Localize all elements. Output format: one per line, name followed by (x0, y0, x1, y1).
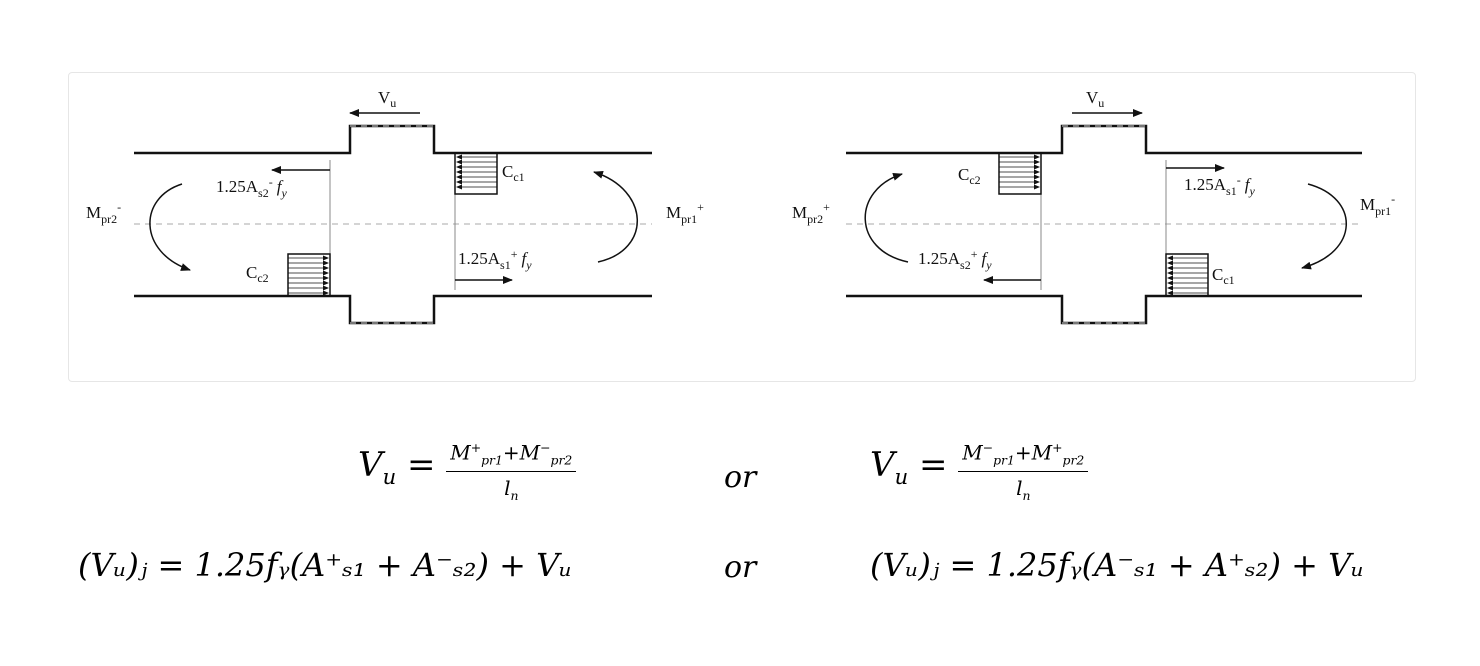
left-bottom-force-label: 1.25As1+fy (458, 247, 532, 272)
right-top-force-label: 1.25As1-fy (1184, 173, 1255, 198)
left-joint-diagram (134, 109, 652, 325)
left-top-force-label: 1.25As2-fy (216, 175, 287, 200)
right-moment-pr1-label: Mpr1- (1360, 192, 1395, 218)
left-cc2-label: Cc2 (246, 263, 269, 285)
right-joint-diagram (846, 109, 1362, 325)
or-word-1: or (724, 460, 757, 495)
joint-shear-equation-left: (Vᵤ)ⱼ = 1.25fᵧ(A⁺ₛ₁ + A⁻ₛ₂) + Vᵤ (78, 546, 572, 584)
shear-fraction-right: M−pr1+M+pr2 ln (958, 440, 1089, 503)
right-bottom-force-label: 1.25As2+fy (918, 247, 992, 272)
right-vu-label: Vu (1086, 88, 1104, 110)
left-cc1-label: Cc1 (502, 162, 525, 184)
shear-equation-right: Vu = M−pr1+M+pr2 ln (870, 440, 1089, 503)
beam-column-joint-diagrams: Vu 1.25As2-fy Cc1 Mpr2- Mpr1+ Cc2 1.25As… (86, 88, 1395, 325)
left-moment-pr2-label: Mpr2- (86, 200, 121, 226)
left-moment-pr1-label: Mpr1+ (666, 200, 704, 226)
shear-equation-left: Vu = M+pr1+M−pr2 ln (358, 440, 577, 503)
right-cc2-label: Cc2 (958, 165, 981, 187)
right-moment-pr2-label: Mpr2+ (792, 200, 830, 226)
right-cc1-label: Cc1 (1212, 265, 1235, 287)
joint-shear-equation-right: (Vᵤ)ⱼ = 1.25fᵧ(A⁻ₛ₁ + A⁺ₛ₂) + Vᵤ (870, 546, 1364, 584)
shear-fraction-left: M+pr1+M−pr2 ln (446, 440, 577, 503)
left-vu-label: Vu (378, 88, 396, 110)
diagram-panel (68, 72, 1416, 382)
or-word-2: or (724, 550, 757, 585)
